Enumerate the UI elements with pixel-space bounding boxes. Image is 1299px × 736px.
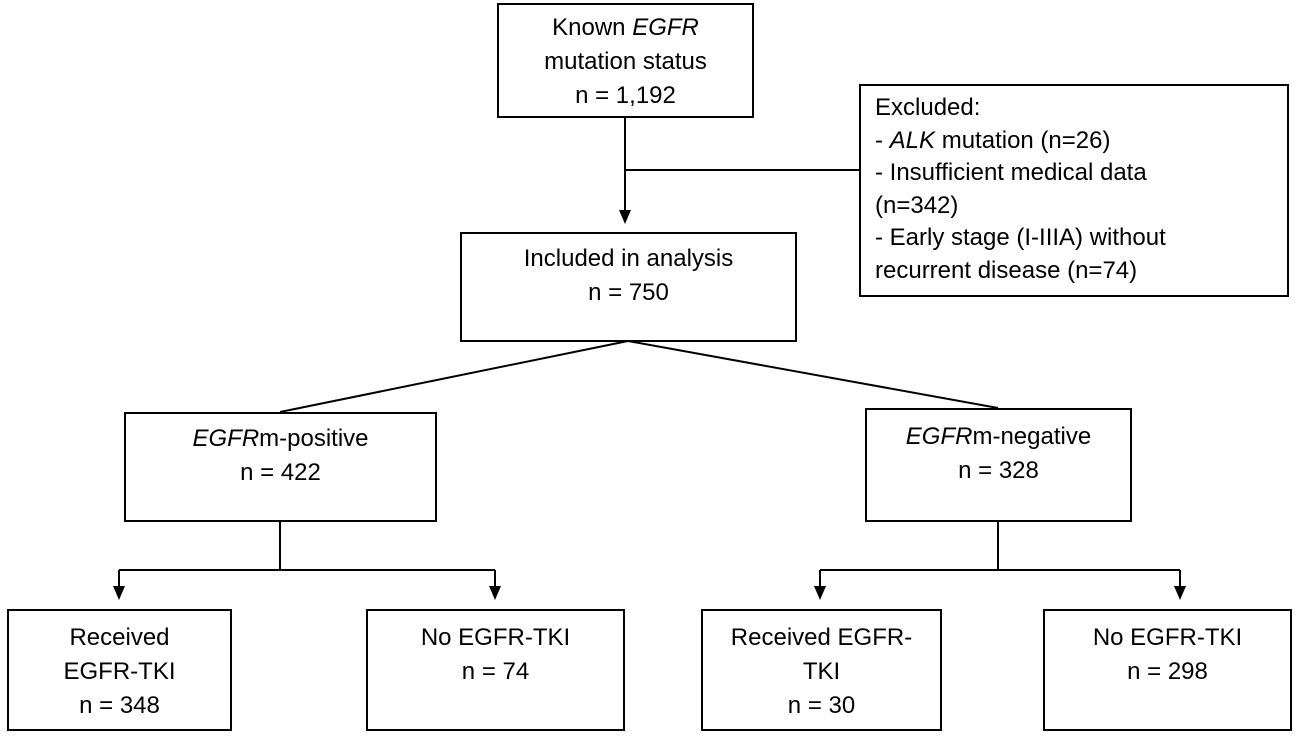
pos-received-box: Received EGFR-TKI n = 348 [7,609,232,731]
included-box: Included in analysis n = 750 [460,232,797,342]
pos-no-count: n = 74 [461,658,530,685]
egfr-positive-title: EGFRm-positive [192,425,369,452]
pos-received-count: n = 348 [79,692,160,719]
pos-no-box: No EGFR-TKI n = 74 [366,609,625,731]
excluded-early-stage-count: recurrent disease (n=74) [875,256,1138,284]
neg-no-count: n = 298 [1127,658,1208,685]
excluded-box: Excluded: - ALK mutation (n=26) - Insuff… [859,84,1289,297]
excluded-insufficient-count: (n=342) [875,191,959,219]
pos-received-line2: EGFR-TKI [63,658,176,685]
egfr-negative-box: EGFRm-negative n = 328 [865,408,1132,522]
egfr-negative-title: EGFRm-negative [905,423,1092,450]
pos-received-line1: Received [69,624,170,651]
excluded-insufficient: - Insufficient medical data [875,159,1147,186]
connector-included-to-positive [279,340,629,413]
neg-received-box: Received EGFR- TKI n = 30 [701,609,942,731]
neg-no-line1: No EGFR-TKI [1092,624,1243,651]
excluded-alk: - ALK mutation (n=26) [875,126,1111,154]
known-egfr-line1: Known EGFR [552,14,699,41]
pos-no-line1: No EGFR-TKI [420,624,571,651]
neg-received-line2: TKI [802,658,841,685]
known-egfr-line2: mutation status [544,48,707,75]
egfr-negative-count: n = 328 [958,457,1039,484]
neg-received-line1: Received EGFR- [730,624,913,651]
egfr-positive-count: n = 422 [240,459,321,486]
included-count: n = 750 [588,279,669,306]
connector-included-to-negative [627,340,999,409]
neg-no-box: No EGFR-TKI n = 298 [1043,609,1292,731]
known-egfr-count: n = 1,192 [575,82,676,109]
known-egfr-box: Known EGFR mutation status n = 1,192 [497,3,754,118]
neg-received-count: n = 30 [787,692,856,719]
excluded-early-stage: - Early stage (I-IIIA) without [875,224,1166,251]
egfr-positive-box: EGFRm-positive n = 422 [124,412,437,522]
included-title: Included in analysis [523,245,734,272]
excluded-title: Excluded: [875,94,981,121]
